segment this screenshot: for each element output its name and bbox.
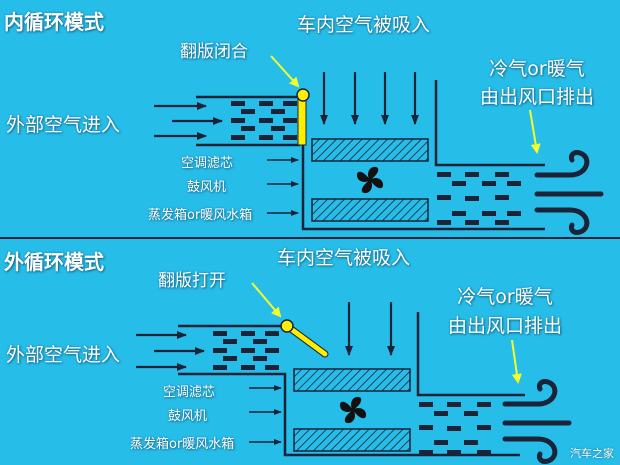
wind-icon — [534, 150, 604, 235]
evaporator-icon — [311, 198, 429, 222]
outside-air-arrows — [154, 102, 223, 140]
top-ac-filter-label: 空调滤芯 — [181, 156, 234, 171]
ac-filter-icon — [311, 138, 429, 162]
bottom-ac-filter-label: 空调滤芯 — [163, 385, 216, 400]
top-outlet-label-line1: 冷气or暖气 — [489, 58, 585, 80]
bottom-panel-title: 外循环模式 — [4, 250, 104, 274]
top-blower-label: 鼓风机 — [187, 180, 227, 195]
bottom-outlet-label-line1: 冷气or暖气 — [457, 286, 553, 308]
top-panel-title: 内循环模式 — [4, 10, 104, 34]
flap-hinge — [280, 319, 294, 333]
flap-closed — [297, 96, 307, 146]
top-outlet-label-line2: 由出风口排出 — [479, 86, 594, 108]
top-flap-label: 翻版闭合 — [180, 42, 248, 62]
bottom-flap-label: 翻版打开 — [158, 271, 226, 291]
flap-open — [284, 323, 328, 357]
flap-hinge — [296, 88, 310, 102]
top-cabin-air-label: 车内空气被吸入 — [297, 14, 431, 36]
intake-airflow-dashes — [231, 101, 297, 140]
evaporator-icon — [293, 428, 411, 452]
wind-icon — [502, 379, 572, 464]
watermark: 汽车之家 — [570, 447, 614, 460]
bottom-evaporator-label: 蒸发箱or暖风水箱 — [130, 437, 235, 452]
bottom-cabin-air-label: 车内空气被吸入 — [277, 247, 411, 269]
bottom-blower-label: 鼓风机 — [168, 409, 208, 424]
outlet-airflow-dashes — [419, 402, 491, 455]
intake-airflow-dashes — [213, 331, 279, 370]
fan-icon — [339, 396, 367, 424]
top-outside-air-label: 外部空气进入 — [6, 114, 121, 136]
fan-icon — [356, 166, 384, 194]
bottom-outlet-label-line2: 由出风口排出 — [447, 315, 562, 337]
ac-filter-icon — [293, 368, 411, 392]
bottom-panel-graphics — [136, 282, 572, 464]
cabin-air-arrows — [320, 72, 419, 125]
top-panel-graphics — [154, 55, 604, 235]
cabin-air-arrows — [345, 302, 395, 356]
outlet-airflow-dashes — [437, 172, 521, 225]
top-evaporator-label: 蒸发箱or暖风水箱 — [148, 208, 253, 223]
outside-air-arrows — [136, 331, 205, 371]
bottom-outside-air-label: 外部空气进入 — [6, 344, 121, 366]
